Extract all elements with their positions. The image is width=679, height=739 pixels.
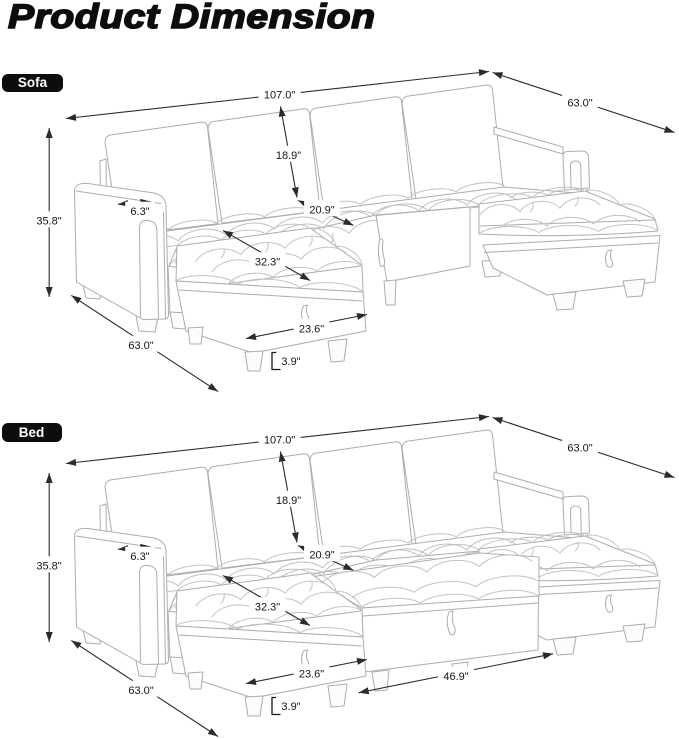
svg-text:63.0": 63.0" xyxy=(567,98,592,110)
svg-text:20.9": 20.9" xyxy=(309,205,334,217)
svg-text:35.8": 35.8" xyxy=(36,216,61,228)
svg-text:63.0": 63.0" xyxy=(567,443,592,455)
svg-text:63.0": 63.0" xyxy=(128,340,153,352)
svg-text:46.9": 46.9" xyxy=(443,671,468,683)
svg-text:20.9": 20.9" xyxy=(309,550,334,562)
svg-text:107.0": 107.0" xyxy=(264,90,296,102)
svg-text:32.3": 32.3" xyxy=(255,257,280,269)
svg-text:63.0": 63.0" xyxy=(128,685,153,697)
svg-text:35.8": 35.8" xyxy=(36,561,61,573)
svg-text:18.9": 18.9" xyxy=(276,150,301,162)
svg-text:18.9": 18.9" xyxy=(276,495,301,507)
svg-text:32.3": 32.3" xyxy=(255,602,280,614)
svg-text:6.3": 6.3" xyxy=(130,206,149,218)
svg-text:23.6": 23.6" xyxy=(299,669,324,681)
svg-text:23.6": 23.6" xyxy=(299,324,324,336)
svg-text:3.9": 3.9" xyxy=(281,701,300,713)
svg-text:107.0": 107.0" xyxy=(264,435,296,447)
svg-text:6.3": 6.3" xyxy=(130,551,149,563)
svg-text:3.9": 3.9" xyxy=(281,356,300,368)
